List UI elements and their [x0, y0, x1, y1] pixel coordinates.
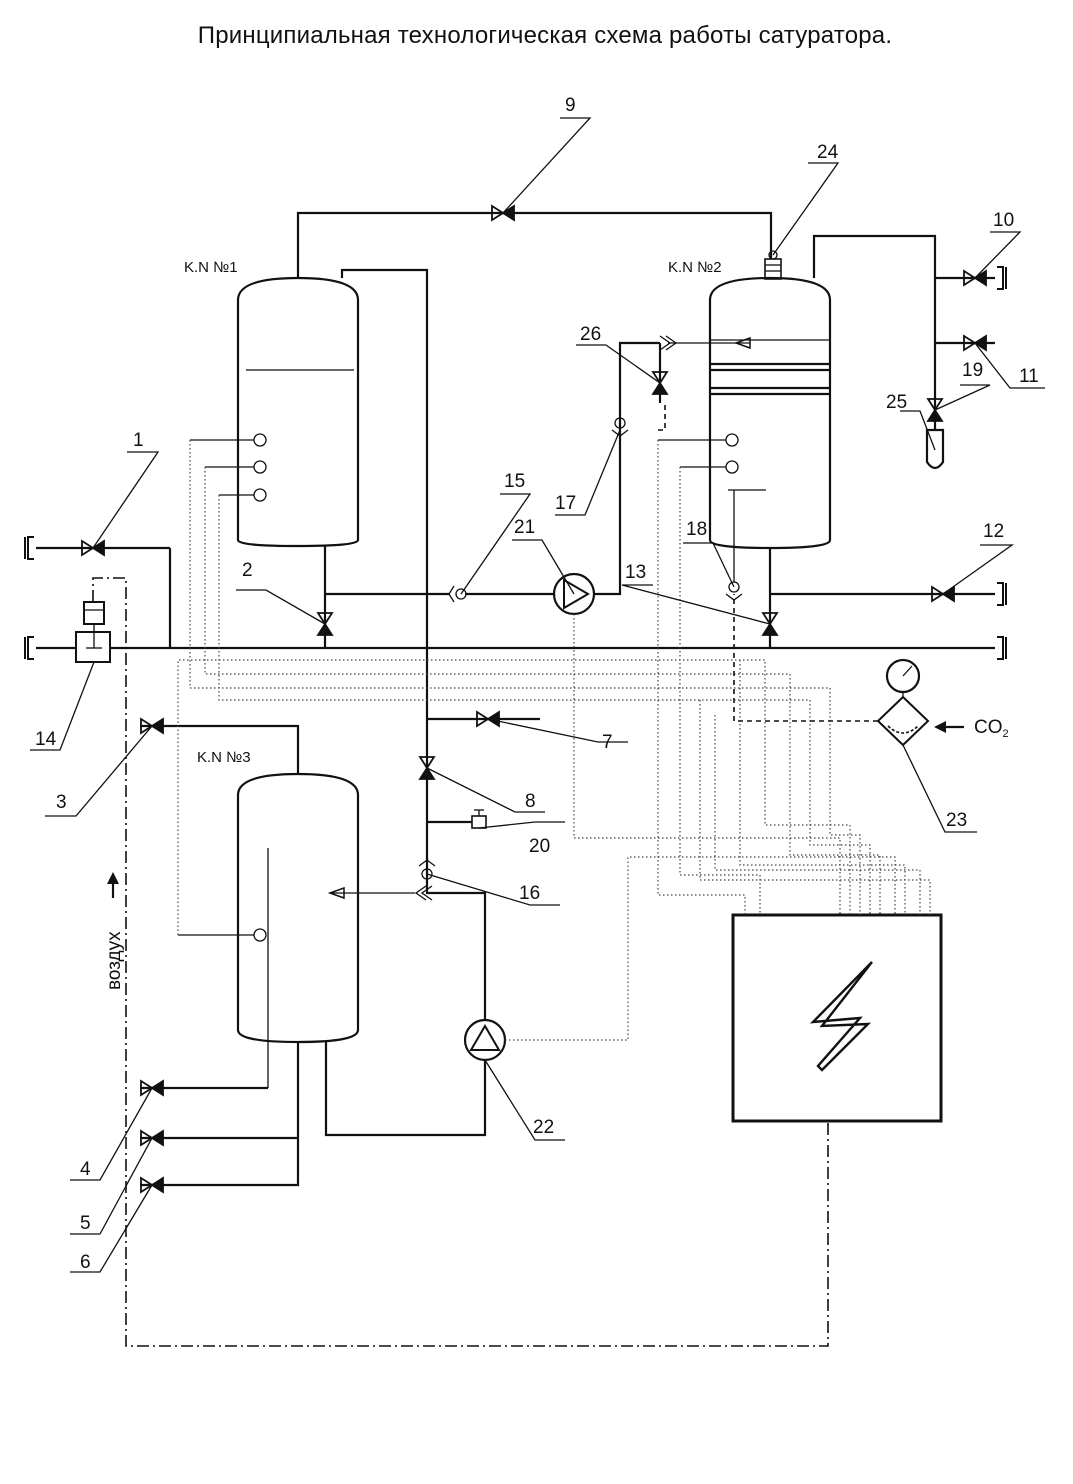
- tank-kn1: [190, 276, 360, 548]
- label-7: 7: [602, 732, 613, 753]
- label-20: 20: [529, 836, 550, 857]
- label-4: 4: [80, 1159, 91, 1180]
- label-11: 11: [1019, 366, 1039, 387]
- label-8: 8: [525, 791, 536, 812]
- sample-vessel-25: [925, 428, 945, 470]
- gas-line-26: [658, 403, 666, 431]
- actuator-14: [75, 601, 111, 663]
- number-labels: 1 2 3 4 5 6 7 8 9 10 11 12 13 14 15 16 1…: [35, 95, 1039, 1273]
- label-23: 23: [946, 810, 967, 831]
- tank-kn3: [178, 772, 415, 1088]
- tank-kn2-label: K.N №2: [668, 259, 722, 276]
- label-18: 18: [686, 519, 707, 540]
- label-16: 16: [519, 883, 540, 904]
- label-14: 14: [35, 729, 57, 750]
- co2-gas-line: [733, 594, 878, 722]
- tank-kn3-label: K.N №3: [197, 749, 251, 766]
- label-9: 9: [565, 95, 576, 116]
- signal-lines: [177, 440, 931, 1041]
- label-21: 21: [514, 517, 535, 538]
- label-25: 25: [886, 392, 907, 413]
- co2-label: CO2: [974, 717, 1009, 740]
- label-12: 12: [983, 521, 1004, 542]
- safety-valve-24: [764, 250, 782, 280]
- label-10: 10: [993, 210, 1014, 231]
- pressure-gauge-icon: [885, 658, 921, 694]
- co2-inlet-arrow: [934, 721, 964, 733]
- label-22: 22: [533, 1117, 554, 1138]
- control-cabinet: [731, 913, 943, 1123]
- valve-icon: [81, 205, 987, 1193]
- label-2: 2: [242, 560, 253, 581]
- label-24: 24: [817, 142, 839, 163]
- piping: [36, 211, 995, 1187]
- label-5: 5: [80, 1213, 91, 1234]
- label-3: 3: [56, 792, 67, 813]
- label-15: 15: [504, 471, 525, 492]
- filter-icon: [876, 692, 930, 747]
- leader-lines: [30, 117, 1045, 1273]
- label-19: 19: [962, 360, 983, 381]
- pipe-caps: [24, 266, 1007, 660]
- label-26: 26: [580, 324, 601, 345]
- check-valve-icon: [414, 335, 743, 901]
- label-13: 13: [625, 562, 646, 583]
- page-title: Принципиальная технологическая схема раб…: [197, 22, 893, 49]
- air-label: воздух: [104, 931, 125, 990]
- label-1: 1: [133, 430, 144, 451]
- air-line: [92, 577, 829, 1347]
- tank-kn2: [658, 276, 832, 582]
- label-17: 17: [555, 493, 576, 514]
- label-6: 6: [80, 1252, 91, 1273]
- air-arrow: [107, 872, 119, 898]
- sensor-20: [471, 809, 487, 829]
- tank-kn1-label: K.N №1: [184, 259, 238, 276]
- lightning-icon: [809, 961, 873, 1072]
